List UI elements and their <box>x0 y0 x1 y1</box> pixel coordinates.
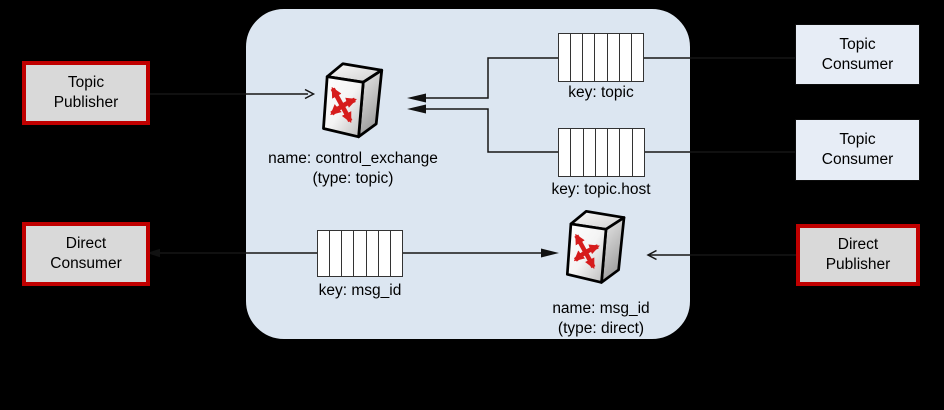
topic-consumer-2-node: Topic Consumer <box>795 119 920 181</box>
queue-msg-id-label: key: msg_id <box>318 282 402 299</box>
direct-publisher-label-2: Publisher <box>825 256 891 273</box>
queue-cell <box>595 34 608 81</box>
direct-consumer-node: Direct Consumer <box>22 222 150 286</box>
queue-topic-host <box>558 128 645 177</box>
topic-consumer-1-node: Topic Consumer <box>795 24 920 85</box>
msg-id-exchange-type: (type: direct) <box>557 320 645 337</box>
queue-cell <box>378 231 391 276</box>
topic-consumer-1-label-1: Topic <box>839 35 876 53</box>
topic-publisher-label-1: Topic <box>67 74 105 91</box>
direct-consumer-label-2: Consumer <box>50 255 122 272</box>
queue-cell <box>583 129 596 176</box>
queue-cell <box>571 34 584 81</box>
queue-cell <box>390 231 402 276</box>
queue-cell <box>318 231 331 276</box>
queue-cell <box>608 129 621 176</box>
wire-topichostqueue-to-exchange <box>426 108 558 153</box>
filled-arrowhead-right-icon <box>541 248 559 258</box>
msg-id-exchange-icon <box>565 209 626 284</box>
msg-id-exchange-label: name: msg_id (type: direct) <box>511 299 691 339</box>
queue-cell <box>342 231 355 276</box>
filled-arrowhead-left-icon <box>407 104 426 114</box>
direct-publisher-label-1: Direct <box>837 236 879 253</box>
direct-consumer-label-1: Direct <box>65 235 107 252</box>
queue-topic <box>558 33 644 82</box>
topic-consumer-1-label-2: Consumer <box>821 55 894 73</box>
queue-cell <box>632 129 644 176</box>
control-exchange-icon <box>322 62 384 139</box>
queue-cell <box>559 34 572 81</box>
queue-cell <box>366 231 379 276</box>
control-exchange-name: name: control_exchange <box>268 150 438 167</box>
filled-arrowhead-left-icon <box>407 93 426 103</box>
open-arrowhead-left-icon <box>646 249 657 261</box>
queue-cell <box>571 129 584 176</box>
queue-cell <box>354 231 367 276</box>
open-arrowhead-right-icon <box>304 88 316 100</box>
queue-topic-label: key: topic <box>568 84 634 101</box>
queue-cell <box>583 34 596 81</box>
msg-id-exchange-name: name: msg_id <box>552 300 650 317</box>
queue-cell <box>595 129 609 176</box>
queue-topic-host-label: key: topic.host <box>551 181 651 198</box>
control-exchange-label: name: control_exchange (type: topic) <box>243 149 463 189</box>
queue-cell <box>607 34 620 81</box>
queue-cell <box>619 34 632 81</box>
topic-publisher-label-2: Publisher <box>53 94 119 111</box>
topic-publisher-node: Topic Publisher <box>22 61 150 125</box>
wire-topicqueue-to-exchange <box>426 57 558 99</box>
control-exchange-type: (type: topic) <box>312 170 394 187</box>
queue-cell <box>620 129 633 176</box>
queue-msg-id <box>317 230 403 277</box>
queue-cell <box>330 231 343 276</box>
filled-arrowhead-consumer-icon <box>147 248 160 258</box>
topic-consumer-2-label-1: Topic <box>839 131 876 148</box>
direct-publisher-node: Direct Publisher <box>796 224 920 286</box>
queue-cell <box>559 129 572 176</box>
topic-consumer-2-label-2: Consumer <box>821 151 894 168</box>
queue-cell <box>631 34 643 81</box>
